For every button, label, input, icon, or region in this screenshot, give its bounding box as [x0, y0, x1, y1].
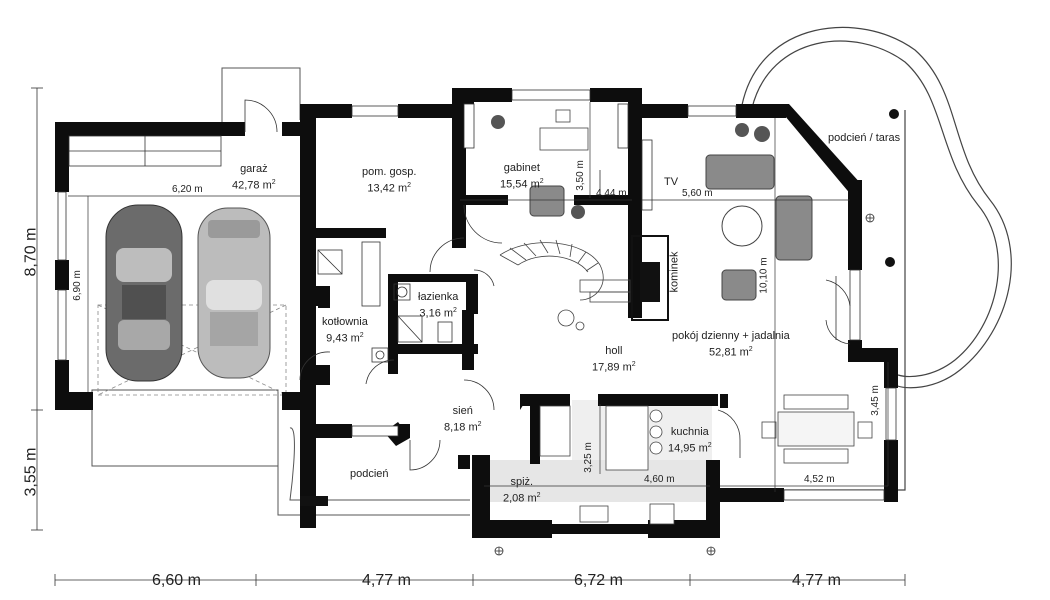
dim-living-h: 10,10 m — [758, 257, 770, 294]
outer-dim-left-2: 3,55 m — [22, 447, 40, 497]
room-label-pokoj: pokój dzienny + jadalnia 52,81 m2 — [672, 330, 790, 359]
kominek-label: kominek — [668, 251, 681, 293]
outer-dim-bottom-4: 4,77 m — [792, 572, 841, 589]
room-label-garaz: garaż 42,78 m2 — [232, 163, 276, 192]
room-label-kuchnia: kuchnia 14,95 m2 — [668, 426, 712, 455]
gabinet-desk — [539, 109, 589, 151]
car-dark — [105, 204, 183, 382]
dim-kitchen-h: 4,60 m — [644, 474, 675, 485]
room-label-holl: holl 17,89 m2 — [592, 345, 636, 374]
tv-label: TV — [664, 176, 679, 188]
outer-dim-bottom-2: 4,77 m — [362, 572, 411, 589]
walls — [55, 88, 898, 538]
room-label-kotlownia: kotłownia 9,43 m2 — [322, 316, 368, 345]
dim-living-w: 5,60 m — [682, 188, 713, 199]
inner-dimension-lines — [68, 102, 889, 492]
doors — [244, 99, 851, 471]
pillars — [300, 109, 899, 506]
room-label-pom-gosp: pom. gosp. 13,42 m2 — [362, 166, 417, 195]
kitchen-fixtures — [539, 405, 675, 525]
car-light — [197, 207, 271, 379]
dim-garage-width: 6,20 m — [172, 184, 203, 195]
plants — [491, 115, 770, 219]
room-label-gabinet: gabinet 15,54 m2 — [500, 162, 544, 191]
survey-markers — [494, 213, 875, 556]
dining-table — [761, 394, 873, 464]
dim-garage-depth: 6,90 m — [71, 270, 83, 301]
windows — [57, 89, 897, 501]
outer-dim-bottom-3: 6,72 m — [574, 572, 623, 589]
room-label-podcien-taras: podcień / taras — [828, 132, 901, 144]
dim-gabinet-h: 4,44 m — [596, 188, 627, 199]
bathroom-fixtures — [317, 241, 453, 363]
room-label-lazienka: łazienka 3,16 m2 — [418, 291, 459, 320]
room-label-spiz: spiż. 2,08 m2 — [503, 476, 541, 505]
dim-gabinet-v: 3,50 m — [574, 160, 586, 191]
outer-dim-bottom-1: 6,60 m — [152, 572, 201, 589]
staircase — [499, 239, 631, 331]
garage-apron — [91, 67, 470, 516]
dim-kitchen-v: 3,25 m — [582, 442, 594, 473]
kitchen-counter-fill — [480, 460, 710, 502]
living-furniture — [529, 154, 813, 301]
garage-door-zone — [97, 304, 287, 396]
room-label-podcien: podcień — [350, 468, 389, 480]
dim-dining-h: 3,45 m — [869, 385, 881, 416]
room-label-sien: sień 8,18 m2 — [444, 405, 482, 434]
dim-dining-w: 4,52 m — [804, 474, 835, 485]
outer-dim-left-1: 8,70 m — [22, 227, 40, 277]
outer-dimension-lines — [31, 87, 906, 586]
